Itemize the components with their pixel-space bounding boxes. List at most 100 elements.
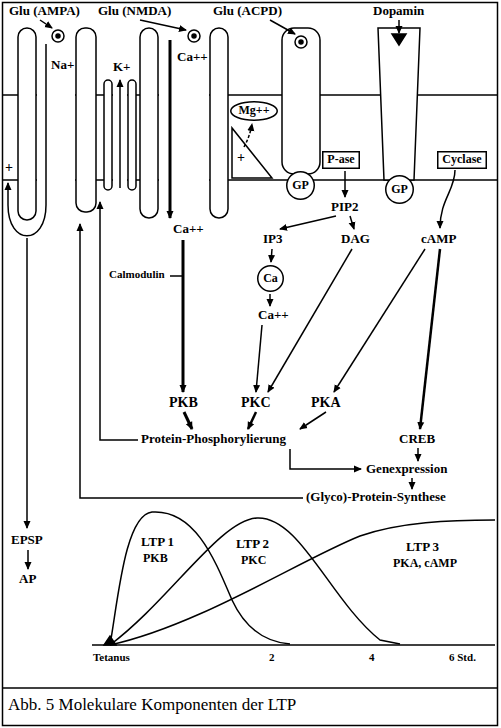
figure-frame [3, 687, 498, 689]
enzyme-box: Cyclase [437, 151, 487, 169]
receptor-channel [76, 28, 96, 212]
molecule-label: cAMP [420, 232, 457, 247]
pathway-arrow [26, 238, 28, 528]
signal-label: EPSP [10, 533, 44, 548]
receptor-channel [192, 34, 196, 38]
enzyme-label: PKC [240, 395, 272, 411]
curve-label: PKB [142, 552, 169, 566]
calcium-circle-shape [258, 266, 284, 292]
receptor-channel [188, 30, 200, 42]
receptor-channel [210, 28, 228, 218]
axis-label: Tetanus [92, 651, 131, 664]
node-text: Mg++ [238, 104, 269, 118]
ion-label: Ca++ [176, 50, 209, 65]
pathway-arrow [8, 20, 455, 569]
ligand-label: Dopamin [372, 4, 425, 19]
pathway-arrow [140, 20, 186, 30]
pathway-arrow [256, 325, 262, 392]
curve-label: LTP 2 [235, 537, 270, 552]
pathway-arrow [8, 44, 46, 236]
receptor-channel [18, 28, 420, 220]
pathway-arrow [270, 20, 295, 34]
axis-label: 6 Std. [448, 651, 477, 664]
receptor-channel [392, 34, 406, 45]
pathway-arrow [244, 124, 252, 147]
node-text: Cyclase [442, 153, 481, 167]
pathway-arrow [80, 224, 303, 498]
pathway-arrow [40, 20, 52, 28]
molecule-label: CREB [398, 432, 436, 447]
enzyme-box-shape [438, 152, 487, 169]
pathway-arrow [334, 249, 425, 392]
membrane [159, 90, 209, 185]
enzyme-label: PKB [168, 395, 199, 411]
ltp-time-course [92, 644, 495, 646]
g-protein-circle-shape [386, 176, 414, 204]
ion-label: Ca++ [172, 222, 205, 237]
receptor-channel [140, 28, 158, 218]
molecule-label: DAG [340, 232, 371, 247]
receptor-channel [56, 34, 60, 38]
molecule-label: IP3 [262, 232, 284, 247]
sign-label: + [236, 150, 246, 166]
curve-label: LTP 3 [405, 540, 440, 555]
molecule-label: Calmodulin [108, 268, 166, 281]
g-protein-circle-shape [287, 172, 315, 200]
node-text: GP [391, 183, 408, 197]
pathway-arrow [100, 202, 138, 440]
pathway-arrow [169, 40, 172, 218]
pathway-arrow [248, 412, 256, 429]
ligand-label: Glu (AMPA) [8, 4, 81, 19]
process-label: Protein-Phosphorylierung [140, 432, 287, 447]
figure-frame [3, 3, 498, 726]
ltp-time-course [110, 520, 495, 645]
receptor-channel [18, 28, 36, 220]
calcium-circle: Ca [257, 265, 284, 292]
g-protein-circle: GP [286, 171, 315, 200]
figure-frame [3, 3, 498, 726]
molecule-label: PIP2 [330, 200, 359, 215]
membrane [37, 90, 75, 185]
pathway-arrow [417, 448, 419, 461]
process-label: Genexpression [365, 462, 448, 477]
enzyme-label: PKA [310, 395, 342, 411]
pathway-arrow [300, 412, 326, 429]
node-text: P-ase [327, 153, 354, 167]
receptor-channel [299, 40, 303, 44]
receptor-channel [104, 80, 112, 190]
pathway-arrow [271, 249, 272, 262]
figure-caption: Abb. 5 Molekulare Komponenten der LTP [8, 695, 296, 715]
curve-label: PKC [240, 554, 267, 568]
pathway-arrow [119, 80, 121, 188]
node-text: GP [292, 179, 309, 193]
pathway-arrow [290, 449, 361, 469]
receptor-channel [52, 30, 64, 42]
pathway-arrow [420, 249, 440, 429]
receptor-channel [232, 128, 272, 178]
signal-label: AP [18, 572, 37, 587]
receptor-channel [128, 80, 136, 190]
pathway-arrow [344, 171, 346, 197]
axis-label: 4 [368, 651, 376, 664]
ion-label: Na+ [50, 58, 75, 73]
sign-label: + [4, 160, 14, 176]
ion-ellipse: Mg++ [230, 101, 278, 121]
enzyme-box: P-ase [322, 151, 360, 169]
pathway-arrow [27, 550, 29, 569]
receptor-channel [378, 28, 420, 180]
axis-label: 2 [268, 651, 276, 664]
ltp-time-course [92, 512, 495, 645]
curve-label: LTP 1 [140, 535, 175, 550]
curve-label: PKA, cAMP [392, 557, 458, 571]
ligand-label: Glu (NMDA) [97, 4, 172, 19]
process-label: (Glyco)-Protein-Synthese [305, 490, 447, 505]
pathway-arrow [182, 240, 185, 392]
pathway-arrow [350, 216, 354, 229]
pathway-arrow [398, 20, 400, 33]
pathway-arrow [440, 170, 455, 228]
enzyme-box-shape [323, 152, 360, 169]
node-text: Ca [263, 272, 278, 286]
ltp-time-course [110, 512, 290, 645]
pathway-arrow [170, 275, 182, 277]
